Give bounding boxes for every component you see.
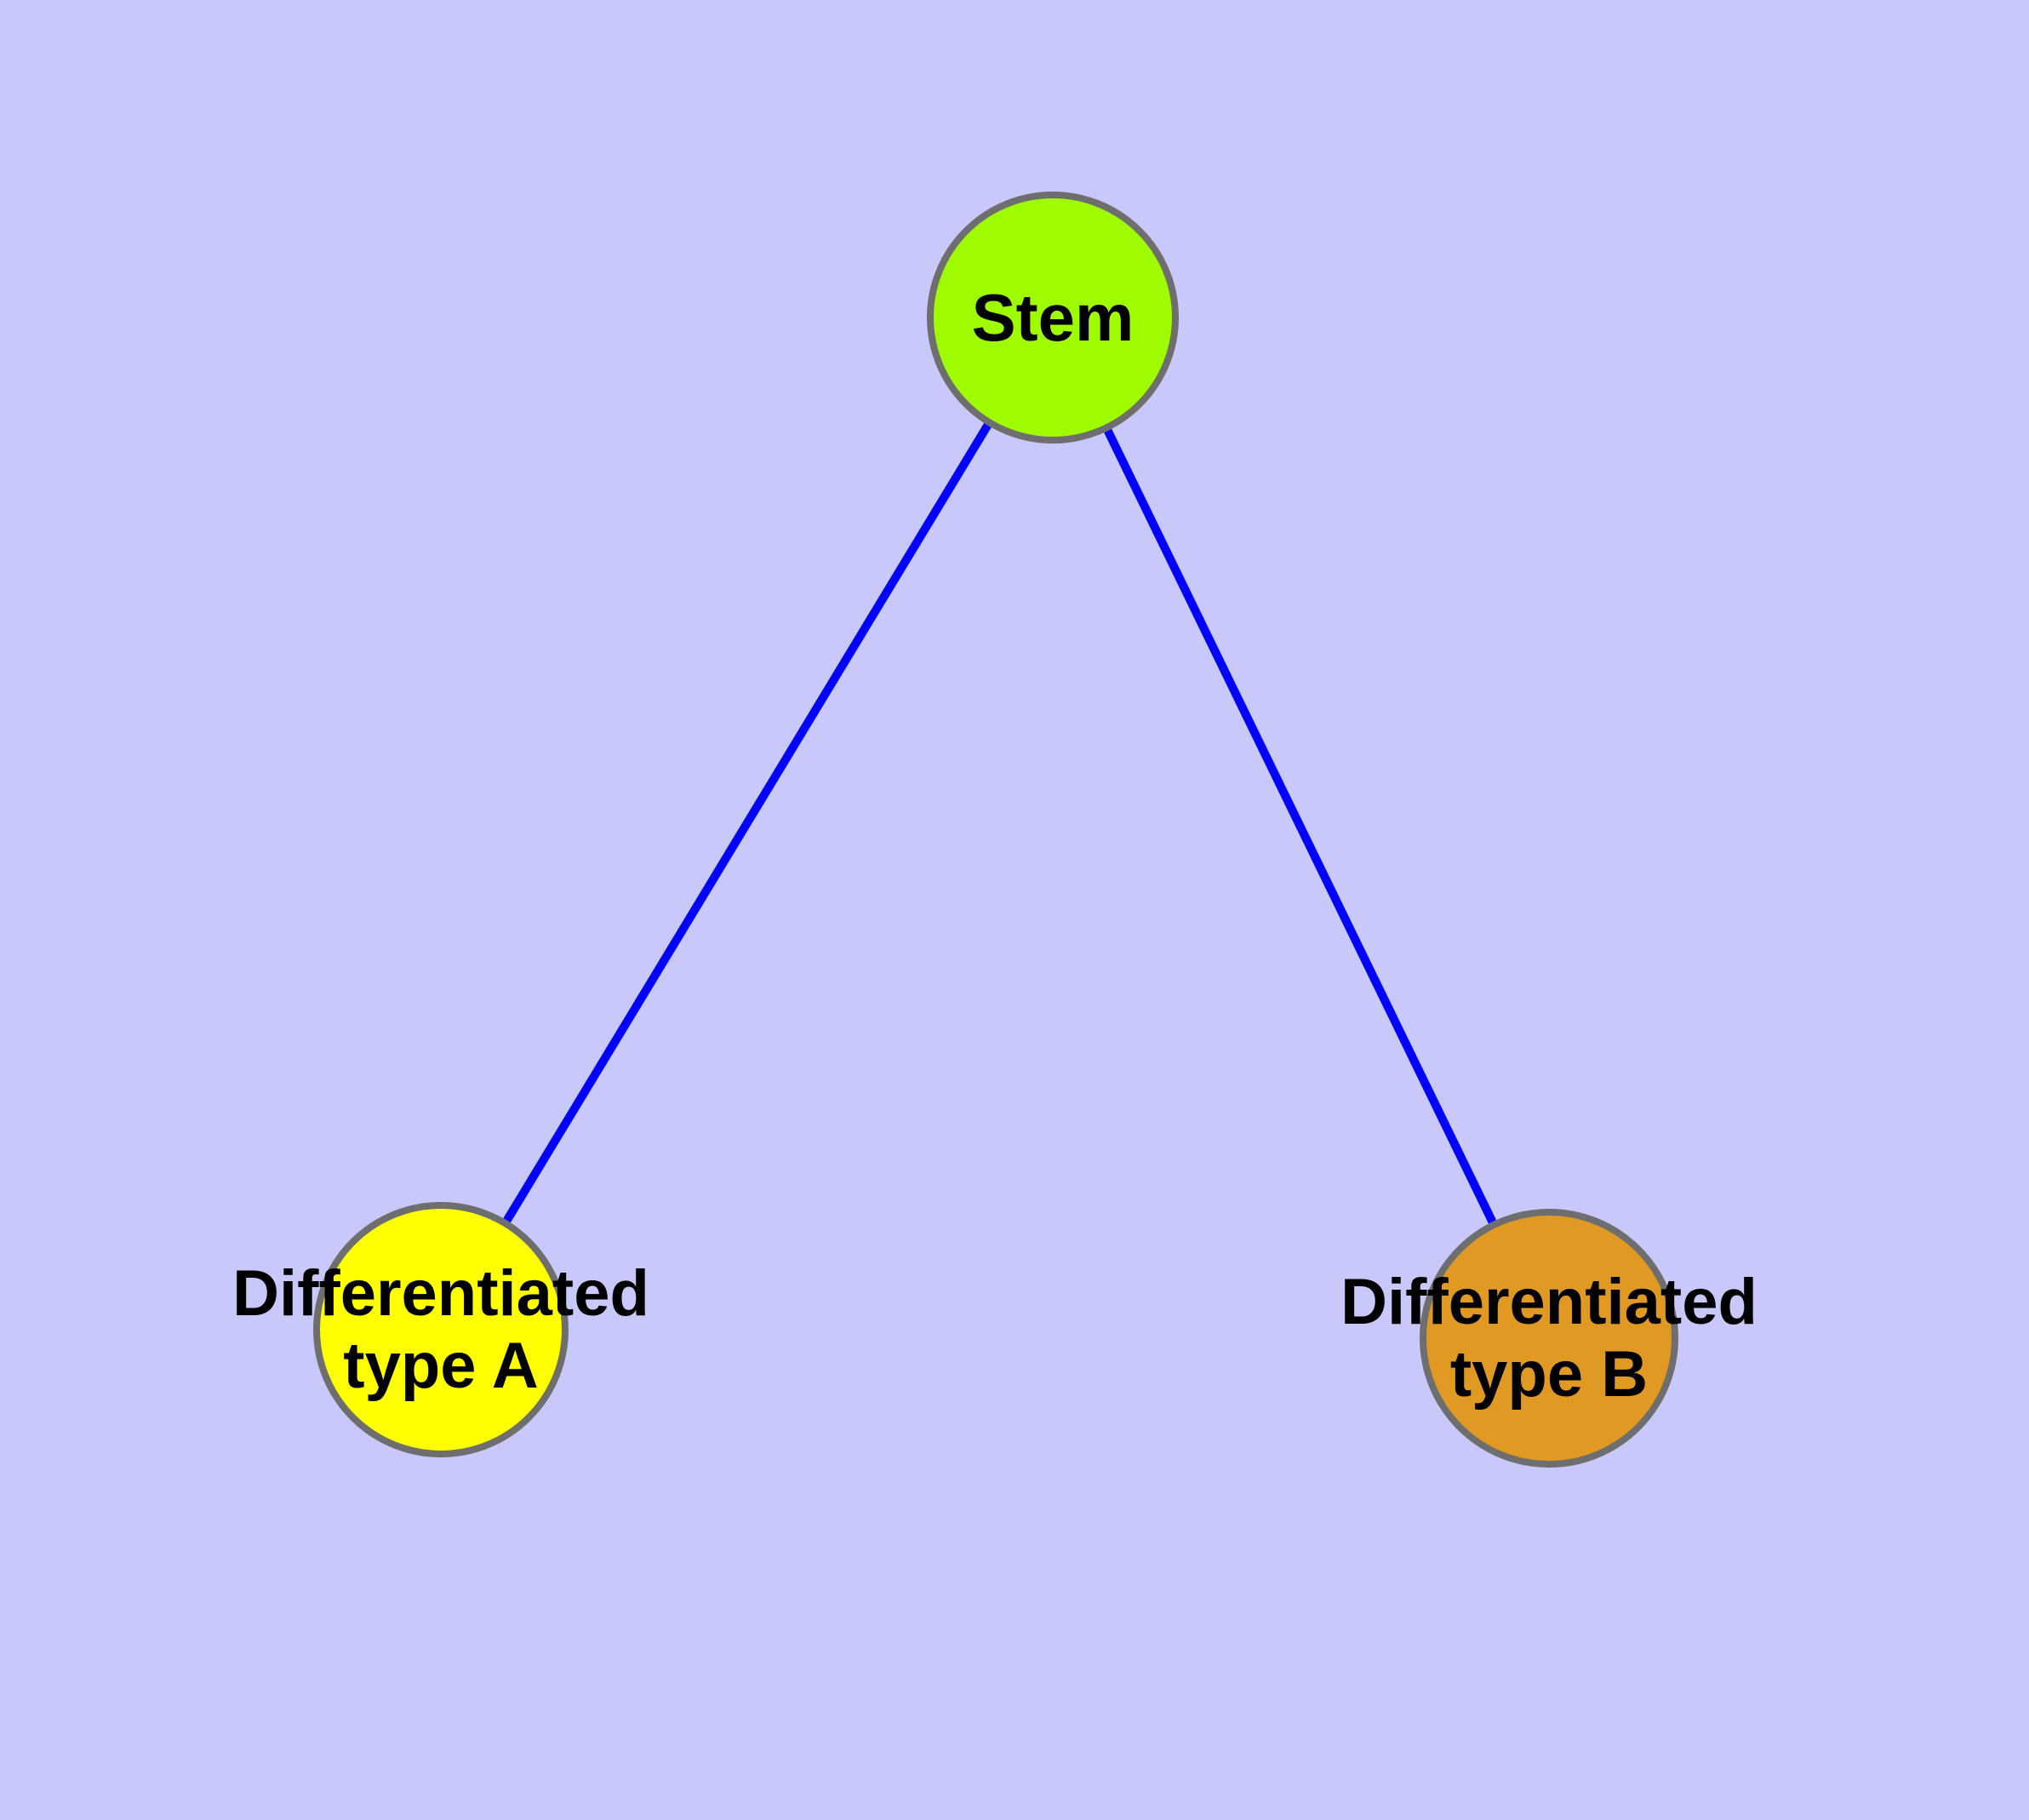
- node-diff_b[interactable]: [1420, 1209, 1678, 1468]
- nodes-layer: [313, 192, 1678, 1468]
- edge-stem-diff-a[interactable]: [503, 423, 992, 1223]
- edges-layer: [503, 423, 1497, 1224]
- edge-stem-diff-b[interactable]: [1104, 428, 1497, 1224]
- node-stem[interactable]: [927, 192, 1179, 444]
- node-diff_a[interactable]: [313, 1202, 569, 1457]
